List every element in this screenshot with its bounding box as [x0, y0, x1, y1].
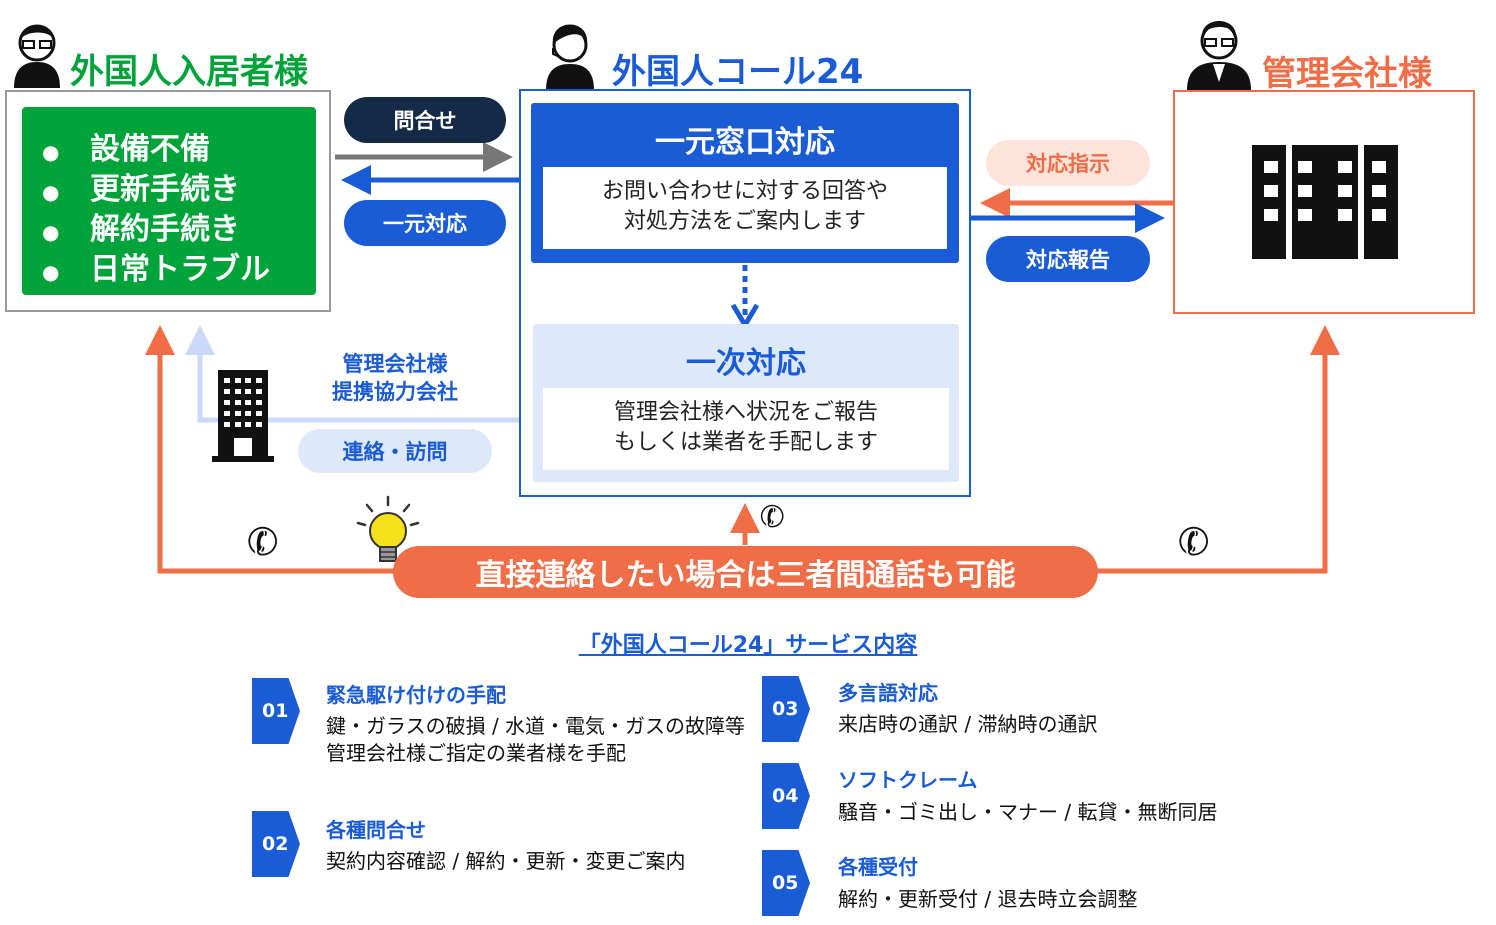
company-box	[1173, 90, 1475, 314]
issue-item: ●更新手続き	[42, 172, 240, 207]
service-title: ソフトクレーム	[838, 768, 978, 792]
issue-item: ●日常トラブル	[42, 252, 270, 287]
primary-response-title: 一元窓口対応	[655, 125, 835, 160]
office-building-icon	[1252, 145, 1398, 259]
contact-visit-pill: 連絡・訪問	[298, 429, 492, 473]
service-desc: 管理会社様ご指定の業者様を手配	[326, 741, 626, 765]
service-desc: 鍵・ガラスの破損 / 水道・電気・ガスの故障等	[326, 714, 746, 738]
service-title: 緊急駆け付けの手配	[326, 683, 506, 707]
residents-issue-list: ●設備不備 ●更新手続き ●解約手続き ●日常トラブル	[42, 131, 270, 291]
residents-box: ●設備不備 ●更新手続き ●解約手続き ●日常トラブル	[5, 90, 331, 312]
residents-issue-panel: ●設備不備 ●更新手続き ●解約手続き ●日常トラブル	[22, 107, 316, 295]
lightbulb-icon	[356, 495, 420, 562]
manager-person-icon	[1187, 21, 1251, 90]
service-desc: 契約内容確認 / 解約・更新・変更ご案内	[326, 849, 686, 873]
company-title: 管理会社様	[1262, 54, 1432, 94]
primary-response-panel: 一元窓口対応 お問い合わせに対する回答や 対処方法をご案内します	[531, 103, 959, 263]
desc-line: 対処方法をご案内します	[623, 209, 866, 234]
secondary-response-panel: 一次対応 管理会社様へ状況をご報告 もしくは業者を手配します	[533, 324, 959, 482]
services-heading: 「外国人コール24」サービス内容	[578, 633, 918, 658]
service-number: 05	[762, 850, 810, 916]
secondary-response-title: 一次対応	[686, 346, 806, 381]
service-number: 01	[252, 678, 300, 744]
service-number: 03	[762, 676, 810, 742]
report-pill: 対応報告	[986, 236, 1150, 282]
service-number: 02	[252, 811, 300, 877]
call-center-box: 一元窓口対応 お問い合わせに対する回答や 対処方法をご案内します 一次対応 管理…	[519, 89, 971, 497]
service-desc: 騒音・ゴミ出し・マナー / 転貸・無断同居	[838, 800, 1218, 824]
issue-item: ●設備不備	[42, 132, 210, 167]
secondary-response-desc: 管理会社様へ状況をご報告 もしくは業者を手配します	[543, 388, 949, 470]
three-way-call-pill: 直接連絡したい場合は三者間通話も可能	[393, 546, 1098, 598]
instruction-pill: 対応指示	[986, 140, 1150, 186]
issue-item: ●解約手続き	[42, 212, 240, 247]
resident-person-icon	[14, 24, 60, 88]
service-title: 各種問合せ	[326, 818, 426, 842]
partner-label-line: 管理会社様	[342, 352, 448, 376]
call-center-title: 外国人コール24	[612, 52, 864, 92]
service-desc: 解約・更新受付 / 退去時立会調整	[838, 887, 1138, 911]
inquiry-pill: 問合せ	[344, 97, 506, 143]
partner-building-icon	[212, 370, 274, 462]
service-title: 各種受付	[838, 855, 918, 879]
residents-title: 外国人入居者様	[70, 52, 308, 92]
service-number: 04	[762, 763, 810, 829]
unified-response-pill: 一元対応	[344, 200, 506, 246]
service-desc: 来店時の通訳 / 滞納時の通訳	[838, 712, 1098, 736]
partner-label: 管理会社様 提携協力会社	[320, 350, 470, 406]
desc-line: 管理会社様へ状況をご報告	[613, 400, 878, 425]
desc-line: お問い合わせに対する回答や	[601, 179, 888, 204]
primary-response-desc: お問い合わせに対する回答や 対処方法をご案内します	[543, 167, 947, 249]
service-title: 多言語対応	[838, 681, 938, 705]
operator-person-icon	[546, 24, 594, 90]
desc-line: もしくは業者を手配します	[613, 430, 878, 455]
partner-label-line: 提携協力会社	[332, 380, 458, 404]
